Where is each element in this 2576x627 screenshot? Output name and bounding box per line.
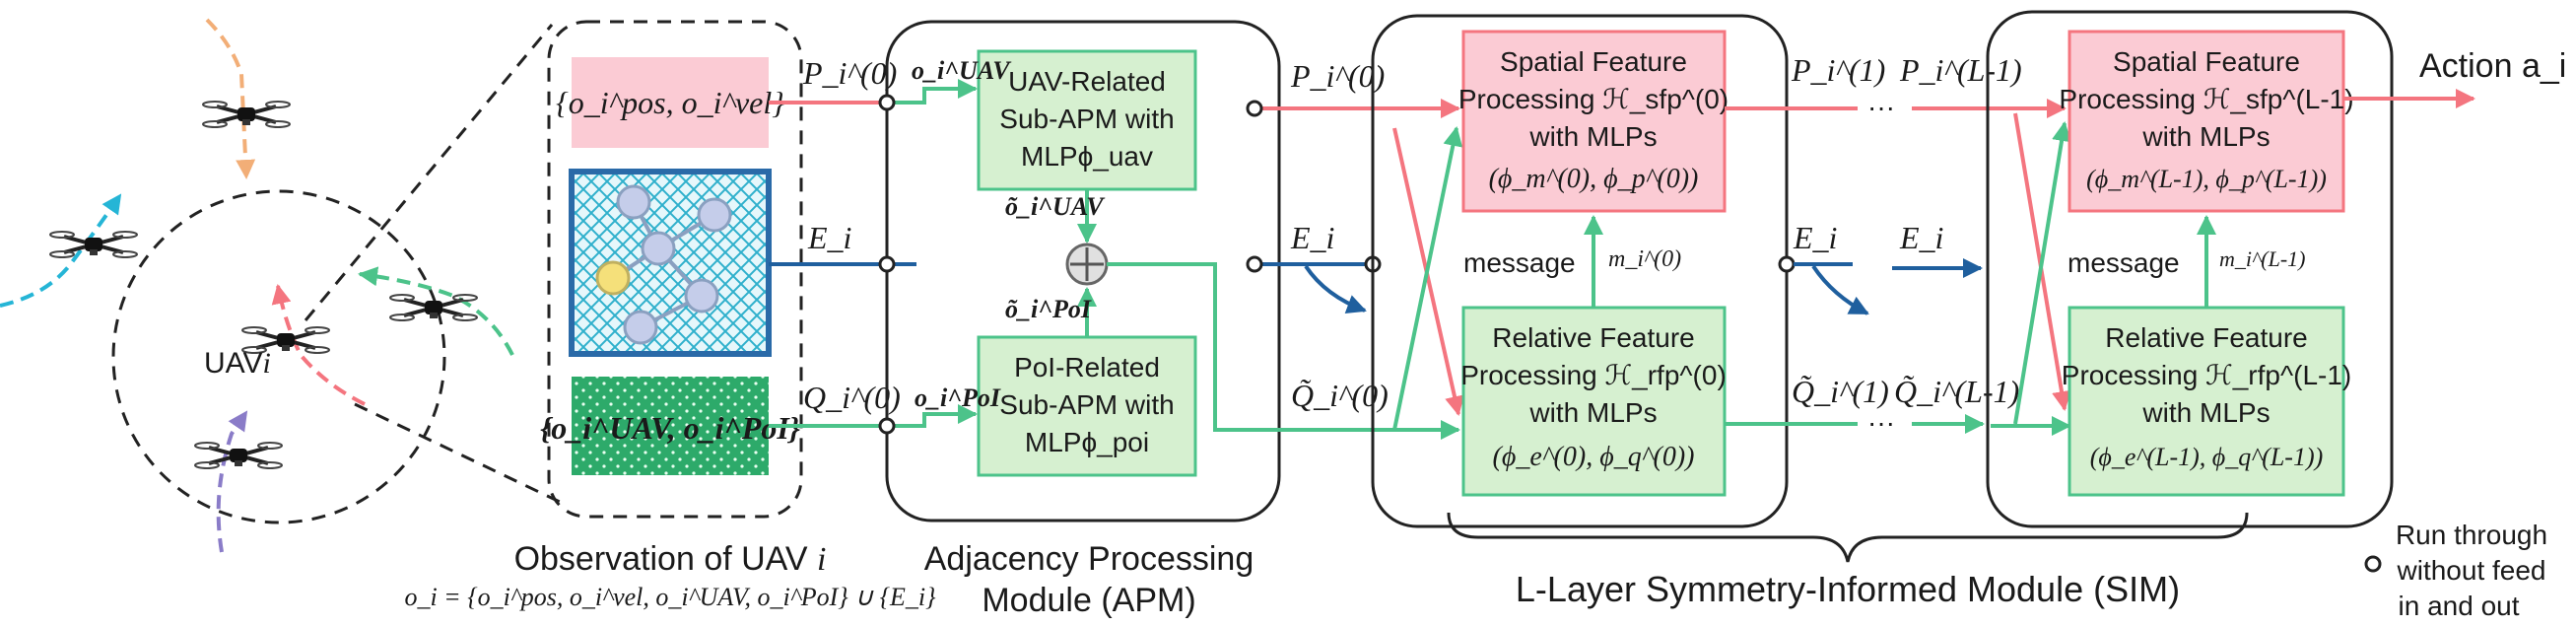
observation-panel: {o_i^pos, o_i^vel} {o_i^UAV, o_i^PoI} Ob… <box>404 20 936 611</box>
sfp1-line4: (ϕ_m^(0), ϕ_p^(0)) <box>1489 164 1699 194</box>
observation-caption: Observation of UAV i <box>514 540 827 578</box>
rfp1-line2: Processing ℋ_rfp^(0) <box>1460 360 1727 390</box>
sim-caption: L-Layer Symmetry-Informed Module (SIM) <box>1516 569 2180 609</box>
uav-sub-apm-line1: UAV-Related <box>1008 66 1166 97</box>
passthrough-dot <box>1246 255 1263 273</box>
sfp1-line1: Spatial Feature <box>1500 46 1687 77</box>
pos-vel-box <box>572 57 769 148</box>
message-label-1: message <box>1463 247 1576 278</box>
communication-range-circle <box>111 189 446 524</box>
e-out-label: E_i <box>1290 220 1334 255</box>
p0-label: P_i^(0) <box>802 55 897 91</box>
q0-label: Q_i^(0) <box>803 380 901 415</box>
purple-trajectory <box>216 410 248 553</box>
m-label-1: m_i^(0) <box>1608 246 1681 272</box>
sfpL-line3: with MLPs <box>2141 121 2270 152</box>
q-cross-line-l <box>2013 121 2071 425</box>
sfpL-line1: Spatial Feature <box>2113 46 2300 77</box>
sim-layer-l-frame <box>1986 10 2394 528</box>
cyan-trajectory <box>0 193 122 308</box>
relative-feature-box-1 <box>1461 306 1727 497</box>
sim-layer-1: Spatial Feature Processing ℋ_sfp^(0) wit… <box>1371 14 1858 528</box>
sim-brace <box>1447 512 2249 563</box>
pL-label: P_i^(L-1) <box>1899 52 2022 88</box>
rfpL-line1: Relative Feature <box>2105 322 2307 353</box>
sfpL-line2: Processing ℋ_sfp^(L-1) <box>2059 84 2353 114</box>
orange-trajectory <box>205 18 256 179</box>
ellipsis-top: ··· <box>1867 92 1895 122</box>
ellipsis-bottom: ··· <box>1867 407 1895 438</box>
zoom-line-top <box>304 24 554 321</box>
apm-caption-line1: Adjacency Processing <box>924 540 1254 578</box>
observation-formula: o_i = {o_i^pos, o_i^vel, o_i^UAV, o_i^Po… <box>404 583 936 611</box>
message-label-l: message <box>2068 247 2180 278</box>
rfp1-line1: Relative Feature <box>1492 322 1694 353</box>
q-cross-line <box>1392 126 1463 431</box>
m-label-l: m_i^(L-1) <box>2219 246 2306 271</box>
spatial-feature-box-1 <box>1461 30 1727 213</box>
zoom-line-bottom <box>354 402 563 505</box>
passthrough-dot <box>878 417 896 435</box>
passthrough-dot <box>878 94 896 111</box>
o-poi-route <box>887 404 978 428</box>
drone-icon <box>202 100 291 129</box>
uav-scene: UAVi <box>0 18 514 553</box>
uav-poi-text: {o_i^UAV, o_i^PoI} <box>540 410 800 446</box>
pink-trajectory <box>271 284 366 406</box>
apm-module: UAV-Related Sub-APM with MLPϕ_uav PoI-Re… <box>885 20 1281 619</box>
rfpL-line4: (ϕ_e^(L-1), ϕ_q^(L-1)) <box>2090 443 2324 471</box>
legend-line1: Run through <box>2396 520 2547 550</box>
uav-sub-apm-line3: MLPϕ_uav <box>1021 141 1153 172</box>
passthrough-dot <box>1778 255 1796 273</box>
action-label: Action a_i <box>2419 47 2566 85</box>
passthrough-dot <box>878 255 896 273</box>
rfp1-line3: with MLPs <box>1528 397 1657 428</box>
drone-icon <box>194 441 283 470</box>
graph-icon <box>595 184 732 345</box>
poi-sub-apm-line2: Sub-APM with <box>999 389 1174 420</box>
apm-caption-line2: Module (APM) <box>982 582 1195 619</box>
e-label: E_i <box>807 220 851 255</box>
uav-sub-apm-line2: Sub-APM with <box>999 104 1174 134</box>
o-uav-label: o_i^UAV <box>912 56 1012 85</box>
o-uav-route <box>887 79 978 104</box>
qL-label: Q̃_i^(L-1) <box>1894 374 2019 409</box>
passthrough-dot-legend-icon <box>2364 555 2382 573</box>
sfp1-line3: with MLPs <box>1528 121 1657 152</box>
legend-line2: without feed <box>2397 555 2546 586</box>
o-poi-label: o_i^PoI <box>915 383 1001 412</box>
o-tilde-uav-label: õ_i^UAV <box>1005 192 1106 221</box>
rfpL-line2: Processing ℋ_rfp^(L-1) <box>2062 360 2351 390</box>
sfp1-line2: Processing ℋ_sfp^(0) <box>1458 84 1729 114</box>
poi-sub-apm-box <box>977 335 1197 477</box>
green-trajectory <box>358 266 514 356</box>
e-branch <box>1304 264 1367 314</box>
uav-sub-apm-box <box>977 49 1197 191</box>
observation-frame <box>547 20 803 519</box>
q1-label: Q̃_i^(1) <box>1792 374 1889 409</box>
spatial-feature-box-l <box>2068 30 2345 213</box>
e-mid-branch <box>1811 264 1869 315</box>
e-mid-label: E_i <box>1793 220 1837 255</box>
p-cross-line-l <box>2013 112 2071 411</box>
sum-to-q-route <box>1107 262 1278 432</box>
passthrough-dot <box>1246 100 1263 117</box>
p0-out-label: P_i^(0) <box>1290 58 1385 94</box>
uav-label: UAVi <box>204 347 271 380</box>
rfp1-line4: (ϕ_e^(0), ϕ_q^(0)) <box>1493 442 1695 472</box>
sim-layer-l: Spatial Feature Processing ℋ_sfp^(L-1) w… <box>1986 10 2394 528</box>
o-tilde-poi-label: õ_i^PoI <box>1005 295 1092 323</box>
legend-line3: in and out <box>2399 591 2520 621</box>
uav-poi-box <box>572 377 769 475</box>
legend: Run through without feed in and out <box>2364 520 2547 621</box>
pos-vel-text: {o_i^pos, o_i^vel} <box>556 85 784 120</box>
sfpL-line4: (ϕ_m^(L-1), ϕ_p^(L-1)) <box>2086 165 2327 193</box>
e-pre-label: E_i <box>1899 220 1943 255</box>
poi-sub-apm-line3: MLPϕ_poi <box>1025 427 1149 457</box>
rfpL-line3: with MLPs <box>2141 397 2270 428</box>
p1-label: P_i^(1) <box>1791 52 1885 88</box>
poi-sub-apm-line1: PoI-Related <box>1014 352 1160 383</box>
